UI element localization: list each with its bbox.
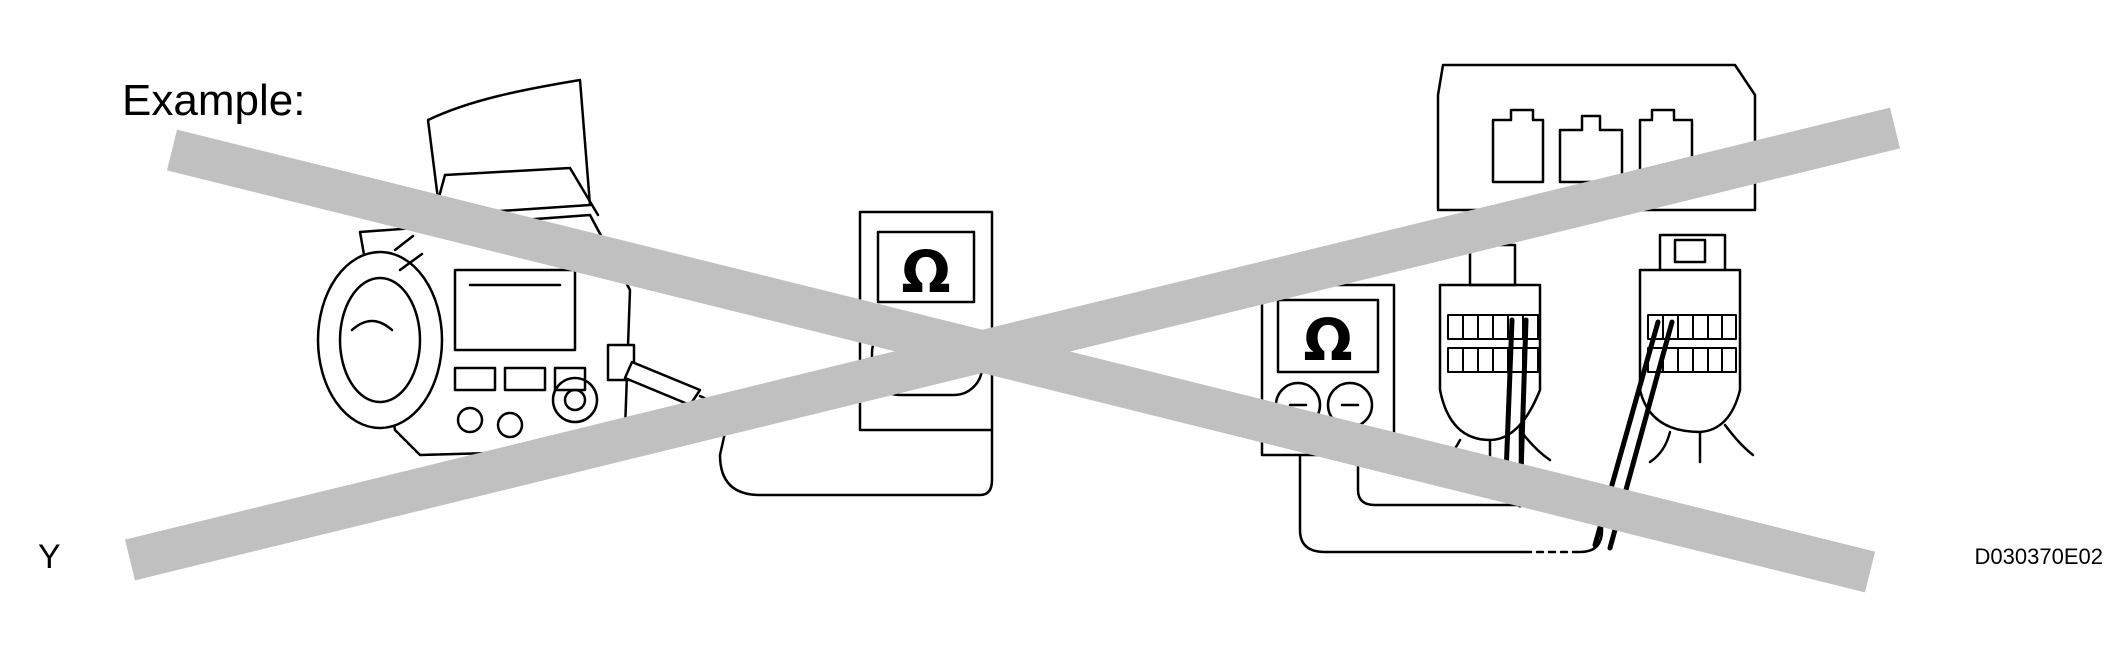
component-assembly: [316, 78, 732, 457]
prohibition-cross: [125, 107, 1900, 593]
example-label: Example:: [122, 76, 306, 125]
figure-code: D030370E02: [1974, 544, 2103, 569]
connector-plug-a: [1428, 243, 1552, 508]
ohm-symbol-center: Ω: [901, 238, 950, 306]
view-letter: Y: [38, 538, 61, 576]
ohm-symbol-right: Ω: [1303, 306, 1352, 374]
